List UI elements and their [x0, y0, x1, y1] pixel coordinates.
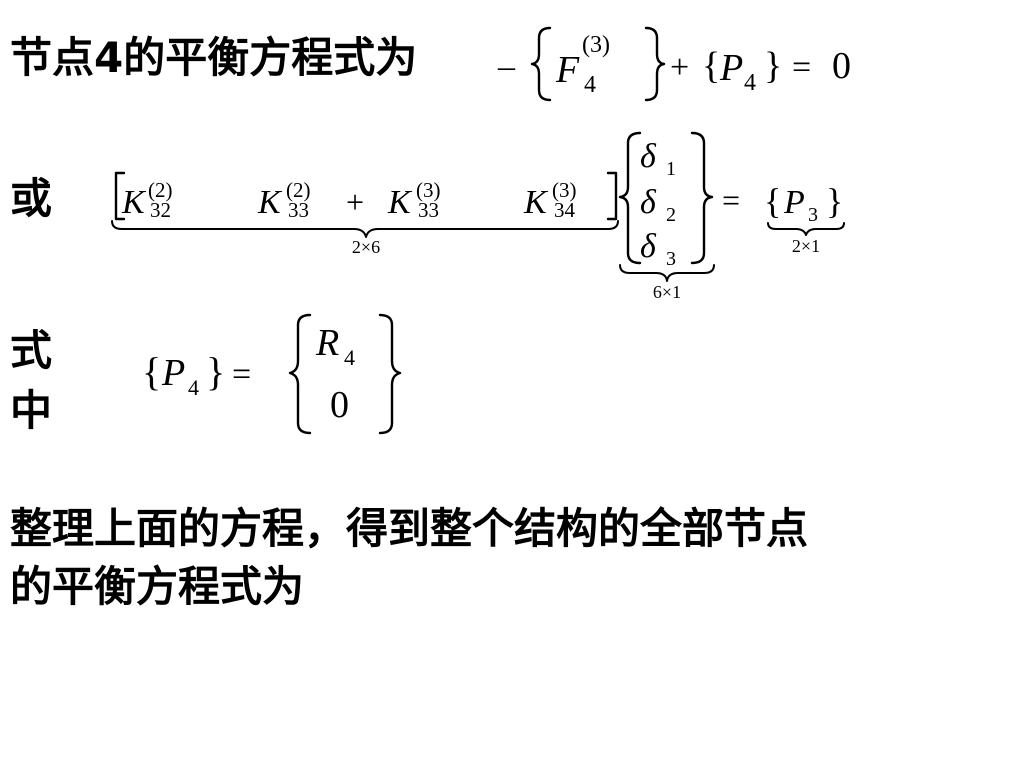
k34-subscript: 34 [554, 198, 576, 222]
k33-2-subscript: 33 [288, 198, 309, 222]
delta1-symbol: δ [640, 138, 657, 175]
p3-dimension: 2×1 [792, 236, 820, 256]
k33-3-subscript: 33 [418, 198, 439, 222]
k33-3-symbol: K [387, 184, 413, 221]
plus-sign: + [670, 49, 689, 86]
delta3-subscript: 3 [666, 248, 676, 270]
stiffness-matrix-equation: K (2) 32 K (2) 33 + K (3) 33 K (3) 34 2×… [111, 131, 845, 302]
k32-superscript: (2) [148, 178, 173, 202]
k34-superscript: (3) [552, 178, 577, 202]
conclusion-line-2: 的平衡方程式为 [10, 562, 305, 611]
r4-vector-right-brace [378, 313, 402, 435]
equals-sign: = [792, 49, 811, 86]
force-subscript: 4 [584, 72, 596, 98]
p4-subscript: 4 [188, 375, 199, 400]
row-matrix-left-bracket [114, 171, 126, 221]
p3-left-brace: { [764, 181, 781, 221]
k33-2-superscript: (2) [286, 178, 311, 202]
left-brace-glyph: { [702, 45, 720, 87]
k33-2-symbol: K [257, 184, 283, 221]
row-matrix-dimension: 2×6 [352, 237, 380, 257]
force-symbol: F [555, 49, 580, 91]
definition-equals-sign: = [232, 356, 251, 393]
r4-subscript: 4 [344, 345, 355, 370]
matrix-equals-sign: = [722, 182, 740, 218]
left-brace [530, 26, 552, 102]
delta1-subscript: 1 [666, 158, 676, 180]
row-matrix-right-bracket [606, 171, 618, 221]
delta3-symbol: δ [640, 228, 657, 265]
p3-subscript: 3 [808, 204, 818, 226]
p3-right-brace: } [826, 181, 843, 221]
or-label: 或 [10, 174, 53, 223]
delta-vector-right-brace [690, 131, 714, 265]
minus-sign: – [497, 48, 516, 85]
delta2-subscript: 2 [666, 204, 676, 226]
k33-3-superscript: (3) [416, 178, 441, 202]
load-vector-definition: { P 4 } = R 4 0 [142, 313, 402, 435]
p4-right-brace: } [206, 349, 225, 394]
node4-equilibrium-equation: – F 4 (3) + { P 4 } = 0 [497, 26, 851, 102]
force-superscript: (3) [582, 32, 610, 58]
where-label-char1: 式 [10, 326, 53, 375]
p3-underbrace [767, 222, 845, 236]
zero-entry: 0 [330, 384, 349, 426]
delta2-symbol: δ [640, 184, 657, 221]
equilibrium-intro-text: 节点4的平衡方程式为 [10, 33, 418, 82]
delta-vector-underbrace [619, 264, 715, 282]
k34-symbol: K [523, 184, 549, 221]
p4-left-brace: { [142, 349, 161, 394]
matrix-plus-sign: + [346, 184, 364, 220]
row-matrix-underbrace [111, 220, 619, 238]
delta-vector-left-brace [618, 131, 642, 265]
k32-symbol: K [121, 184, 147, 221]
load-subscript: 4 [744, 70, 756, 96]
p4-symbol: P [161, 352, 185, 394]
conclusion-line-1: 整理上面的方程，得到整个结构的全部节点 [10, 504, 809, 553]
p3-symbol: P [783, 184, 805, 221]
k32-subscript: 32 [150, 198, 171, 222]
r4-vector-left-brace [288, 313, 312, 435]
right-brace [644, 26, 666, 102]
delta-vector-dimension: 6×1 [653, 282, 681, 302]
zero-value: 0 [832, 45, 851, 87]
where-label-char2: 中 [10, 386, 53, 435]
r4-symbol: R [315, 322, 339, 364]
load-symbol: P [719, 47, 743, 89]
right-brace-glyph: } [764, 45, 782, 87]
